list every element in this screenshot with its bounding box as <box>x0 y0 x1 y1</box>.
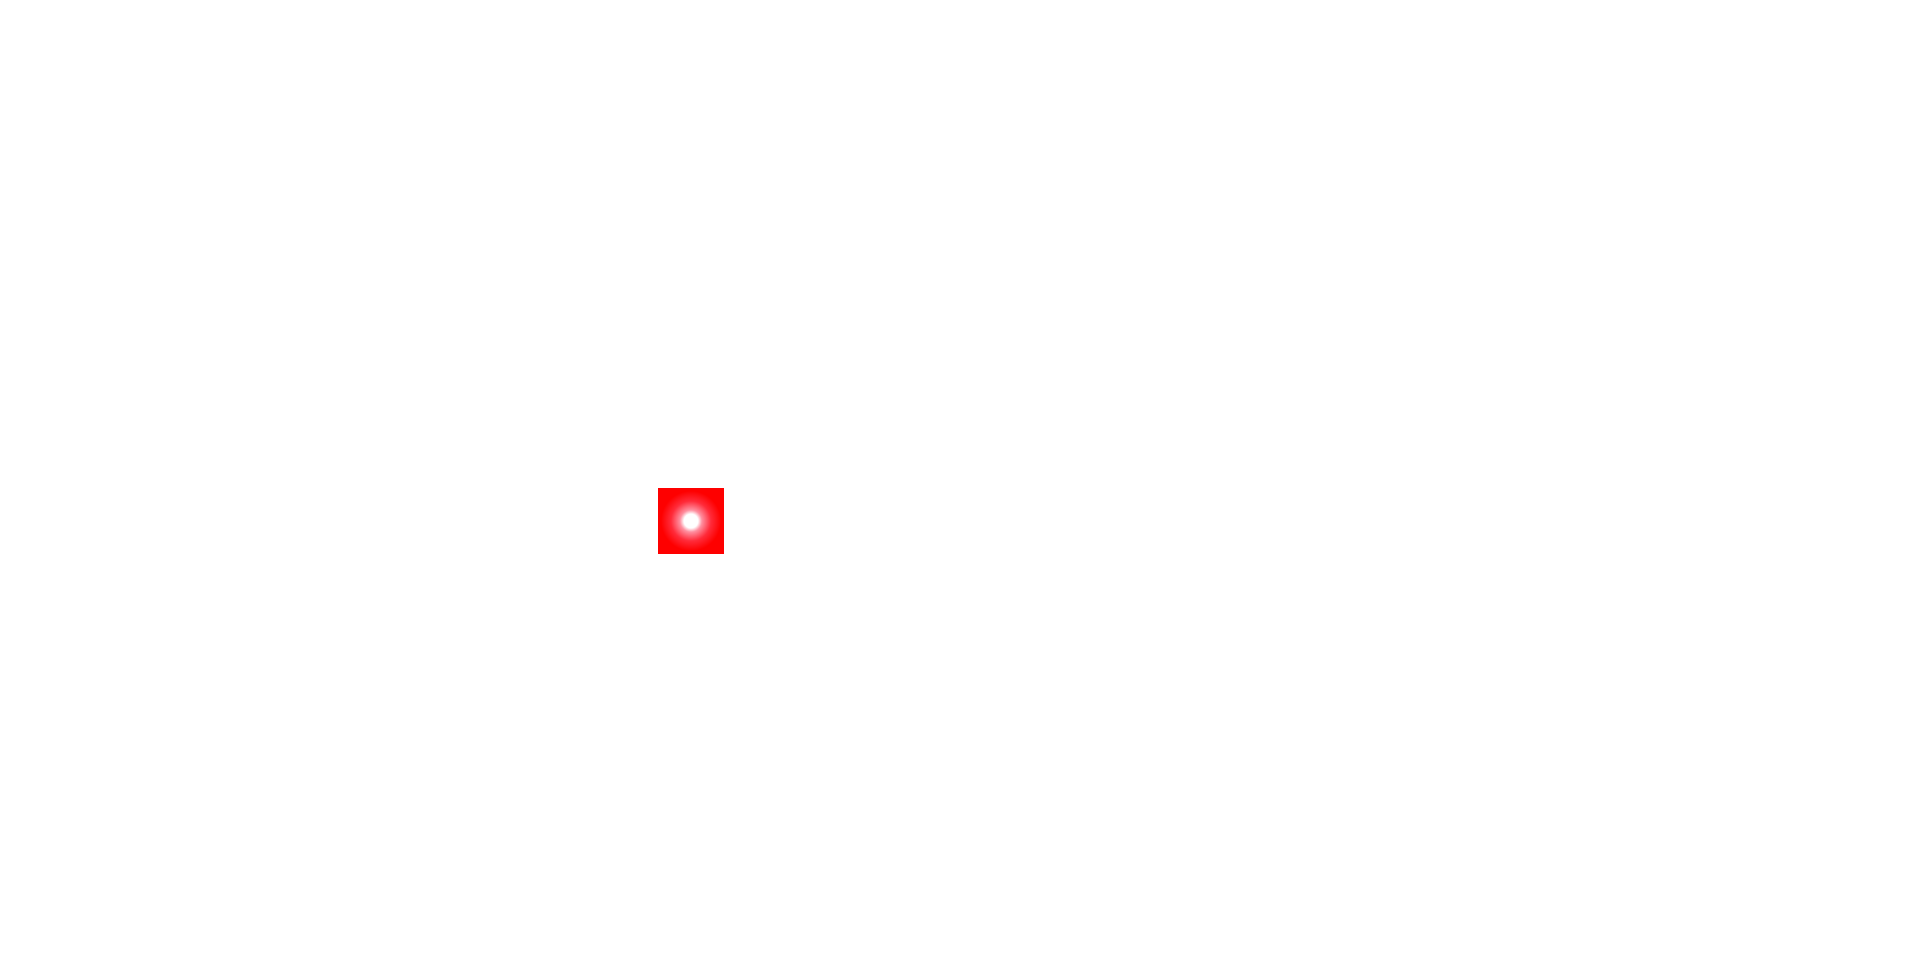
marker-center-dot-icon <box>684 514 698 528</box>
target-marker[interactable] <box>658 488 724 554</box>
